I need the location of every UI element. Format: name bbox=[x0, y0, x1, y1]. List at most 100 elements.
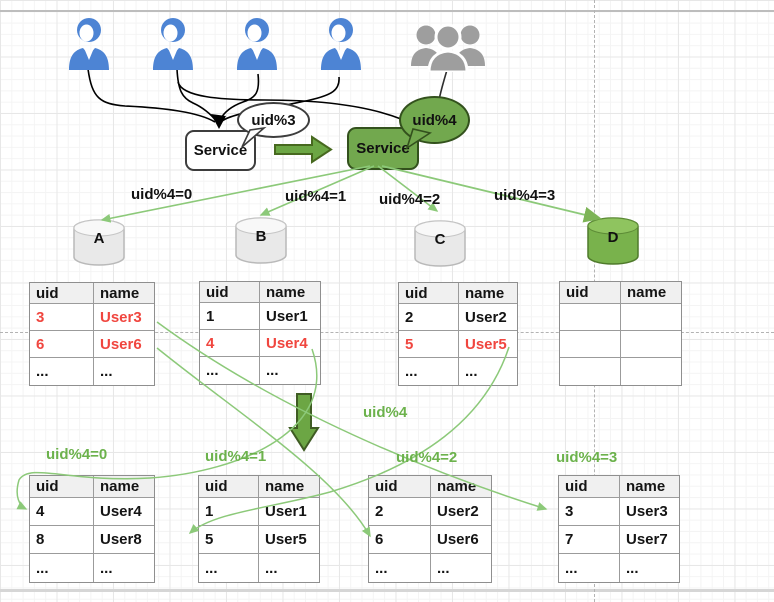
cell: 4 bbox=[200, 330, 260, 357]
cell: ... bbox=[100, 363, 113, 380]
shard-arrow-label-2: uid%4=2 bbox=[379, 191, 441, 208]
user-icon[interactable] bbox=[150, 16, 196, 72]
cell: ... bbox=[30, 554, 94, 582]
cell: User3 bbox=[94, 304, 154, 331]
cell bbox=[621, 358, 681, 385]
cell: 1 bbox=[199, 498, 259, 526]
cell: ... bbox=[200, 357, 260, 384]
header-cell: name bbox=[459, 283, 517, 304]
database-cylinder-c[interactable] bbox=[413, 219, 467, 269]
user-icon[interactable] bbox=[234, 16, 280, 72]
cell: ... bbox=[437, 559, 450, 577]
table-shard-0[interactable]: uid name 4 User4 8 User8 ... ... bbox=[29, 475, 155, 583]
database-b-label: B bbox=[255, 228, 267, 245]
cell: User8 bbox=[94, 526, 154, 554]
uid-mod3-label: uid%3 bbox=[251, 111, 296, 129]
database-cylinder-a[interactable] bbox=[72, 218, 126, 268]
table-db-c[interactable]: uid name 2 User2 5 User5 ... ... bbox=[398, 282, 518, 386]
service-arrowhead bbox=[211, 114, 226, 129]
cell: ... bbox=[369, 554, 431, 582]
cell: User1 bbox=[260, 303, 320, 330]
user1-to-service-connector[interactable] bbox=[87, 68, 216, 123]
header-cell: name bbox=[620, 476, 679, 498]
cell: ... bbox=[626, 559, 639, 577]
header-cell: uid bbox=[200, 282, 260, 303]
cell bbox=[621, 304, 681, 331]
cell: ... bbox=[399, 358, 459, 385]
cell bbox=[560, 331, 621, 358]
migration-arrow-down[interactable] bbox=[288, 393, 320, 452]
header-cell: name bbox=[94, 476, 154, 498]
header-cell: uid bbox=[199, 476, 259, 498]
cell: User2 bbox=[431, 498, 491, 526]
cell: User4 bbox=[260, 330, 320, 357]
header-cell: uid bbox=[399, 283, 459, 304]
legacy-service-box[interactable]: Service bbox=[185, 130, 256, 171]
cell: ... bbox=[559, 554, 620, 582]
header-cell: uid bbox=[30, 476, 94, 498]
cell: 5 bbox=[399, 331, 459, 358]
shard-table-label-0: uid%4=0 bbox=[46, 446, 108, 463]
new-service-label: Service bbox=[356, 140, 410, 157]
cell: User2 bbox=[459, 304, 517, 331]
header-cell: name bbox=[431, 476, 491, 498]
header-cell: name bbox=[621, 282, 681, 304]
page-border-bottom bbox=[0, 589, 774, 592]
cell: 5 bbox=[199, 526, 259, 554]
user-icon[interactable] bbox=[318, 16, 364, 72]
cell: ... bbox=[266, 362, 279, 379]
header-cell: name bbox=[259, 476, 319, 498]
cell: 3 bbox=[30, 304, 94, 331]
header-cell: uid bbox=[30, 283, 94, 304]
database-d-label: D bbox=[607, 229, 619, 246]
uid-mod4-label: uid%4 bbox=[412, 111, 457, 129]
shard-arrow-label-3: uid%4=3 bbox=[494, 187, 556, 204]
table-db-d[interactable]: uid name bbox=[559, 281, 682, 386]
shard-table-label-1: uid%4=1 bbox=[205, 448, 267, 465]
header-cell: uid bbox=[559, 476, 620, 498]
cell bbox=[560, 358, 621, 385]
cell: 6 bbox=[369, 526, 431, 554]
header-cell: uid bbox=[560, 282, 621, 304]
cell: ... bbox=[199, 554, 259, 582]
database-a-label: A bbox=[93, 230, 105, 247]
cell: ... bbox=[265, 559, 278, 577]
cell bbox=[560, 304, 621, 331]
cell: User1 bbox=[259, 498, 319, 526]
header-cell: name bbox=[260, 282, 320, 303]
cell: 2 bbox=[399, 304, 459, 331]
cell: User6 bbox=[431, 526, 491, 554]
uid-mod3-callout[interactable]: uid%3 bbox=[237, 102, 310, 138]
cell: 4 bbox=[30, 498, 94, 526]
uid-mod4-callout[interactable]: uid%4 bbox=[399, 96, 470, 144]
table-shard-1[interactable]: uid name 1 User1 5 User5 ... ... bbox=[198, 475, 320, 583]
cell: 2 bbox=[369, 498, 431, 526]
user2-to-service-connector[interactable] bbox=[176, 68, 217, 122]
migration-arrow-right[interactable] bbox=[274, 135, 333, 164]
cell: 8 bbox=[30, 526, 94, 554]
cell: ... bbox=[100, 559, 113, 577]
header-cell: name bbox=[94, 283, 154, 304]
cell bbox=[621, 331, 681, 358]
cell: User3 bbox=[620, 498, 679, 526]
migration-hash-label: uid%4 bbox=[363, 404, 408, 421]
legacy-service-label: Service bbox=[193, 142, 248, 159]
page-border-top bbox=[0, 10, 774, 12]
shard-arrow-label-0: uid%4=0 bbox=[131, 186, 193, 203]
table-db-a[interactable]: uid name 3 User3 6 User6 ... ... bbox=[29, 282, 155, 386]
database-c-label: C bbox=[434, 231, 446, 248]
table-shard-2[interactable]: uid name 2 User2 6 User6 ... ... bbox=[368, 475, 492, 583]
cell: User4 bbox=[94, 498, 154, 526]
cell: ... bbox=[30, 358, 94, 385]
cell: User5 bbox=[459, 331, 517, 358]
cell: User7 bbox=[620, 526, 679, 554]
user-icon[interactable] bbox=[66, 16, 112, 72]
cell: 6 bbox=[30, 331, 94, 358]
cell: 3 bbox=[559, 498, 620, 526]
shard-table-label-2: uid%4=2 bbox=[396, 449, 458, 466]
users-group-icon[interactable] bbox=[403, 22, 493, 72]
table-db-b[interactable]: uid name 1 User1 4 User4 ... ... bbox=[199, 281, 321, 385]
table-shard-3[interactable]: uid name 3 User3 7 User7 ... ... bbox=[558, 475, 680, 583]
header-cell: uid bbox=[369, 476, 431, 498]
